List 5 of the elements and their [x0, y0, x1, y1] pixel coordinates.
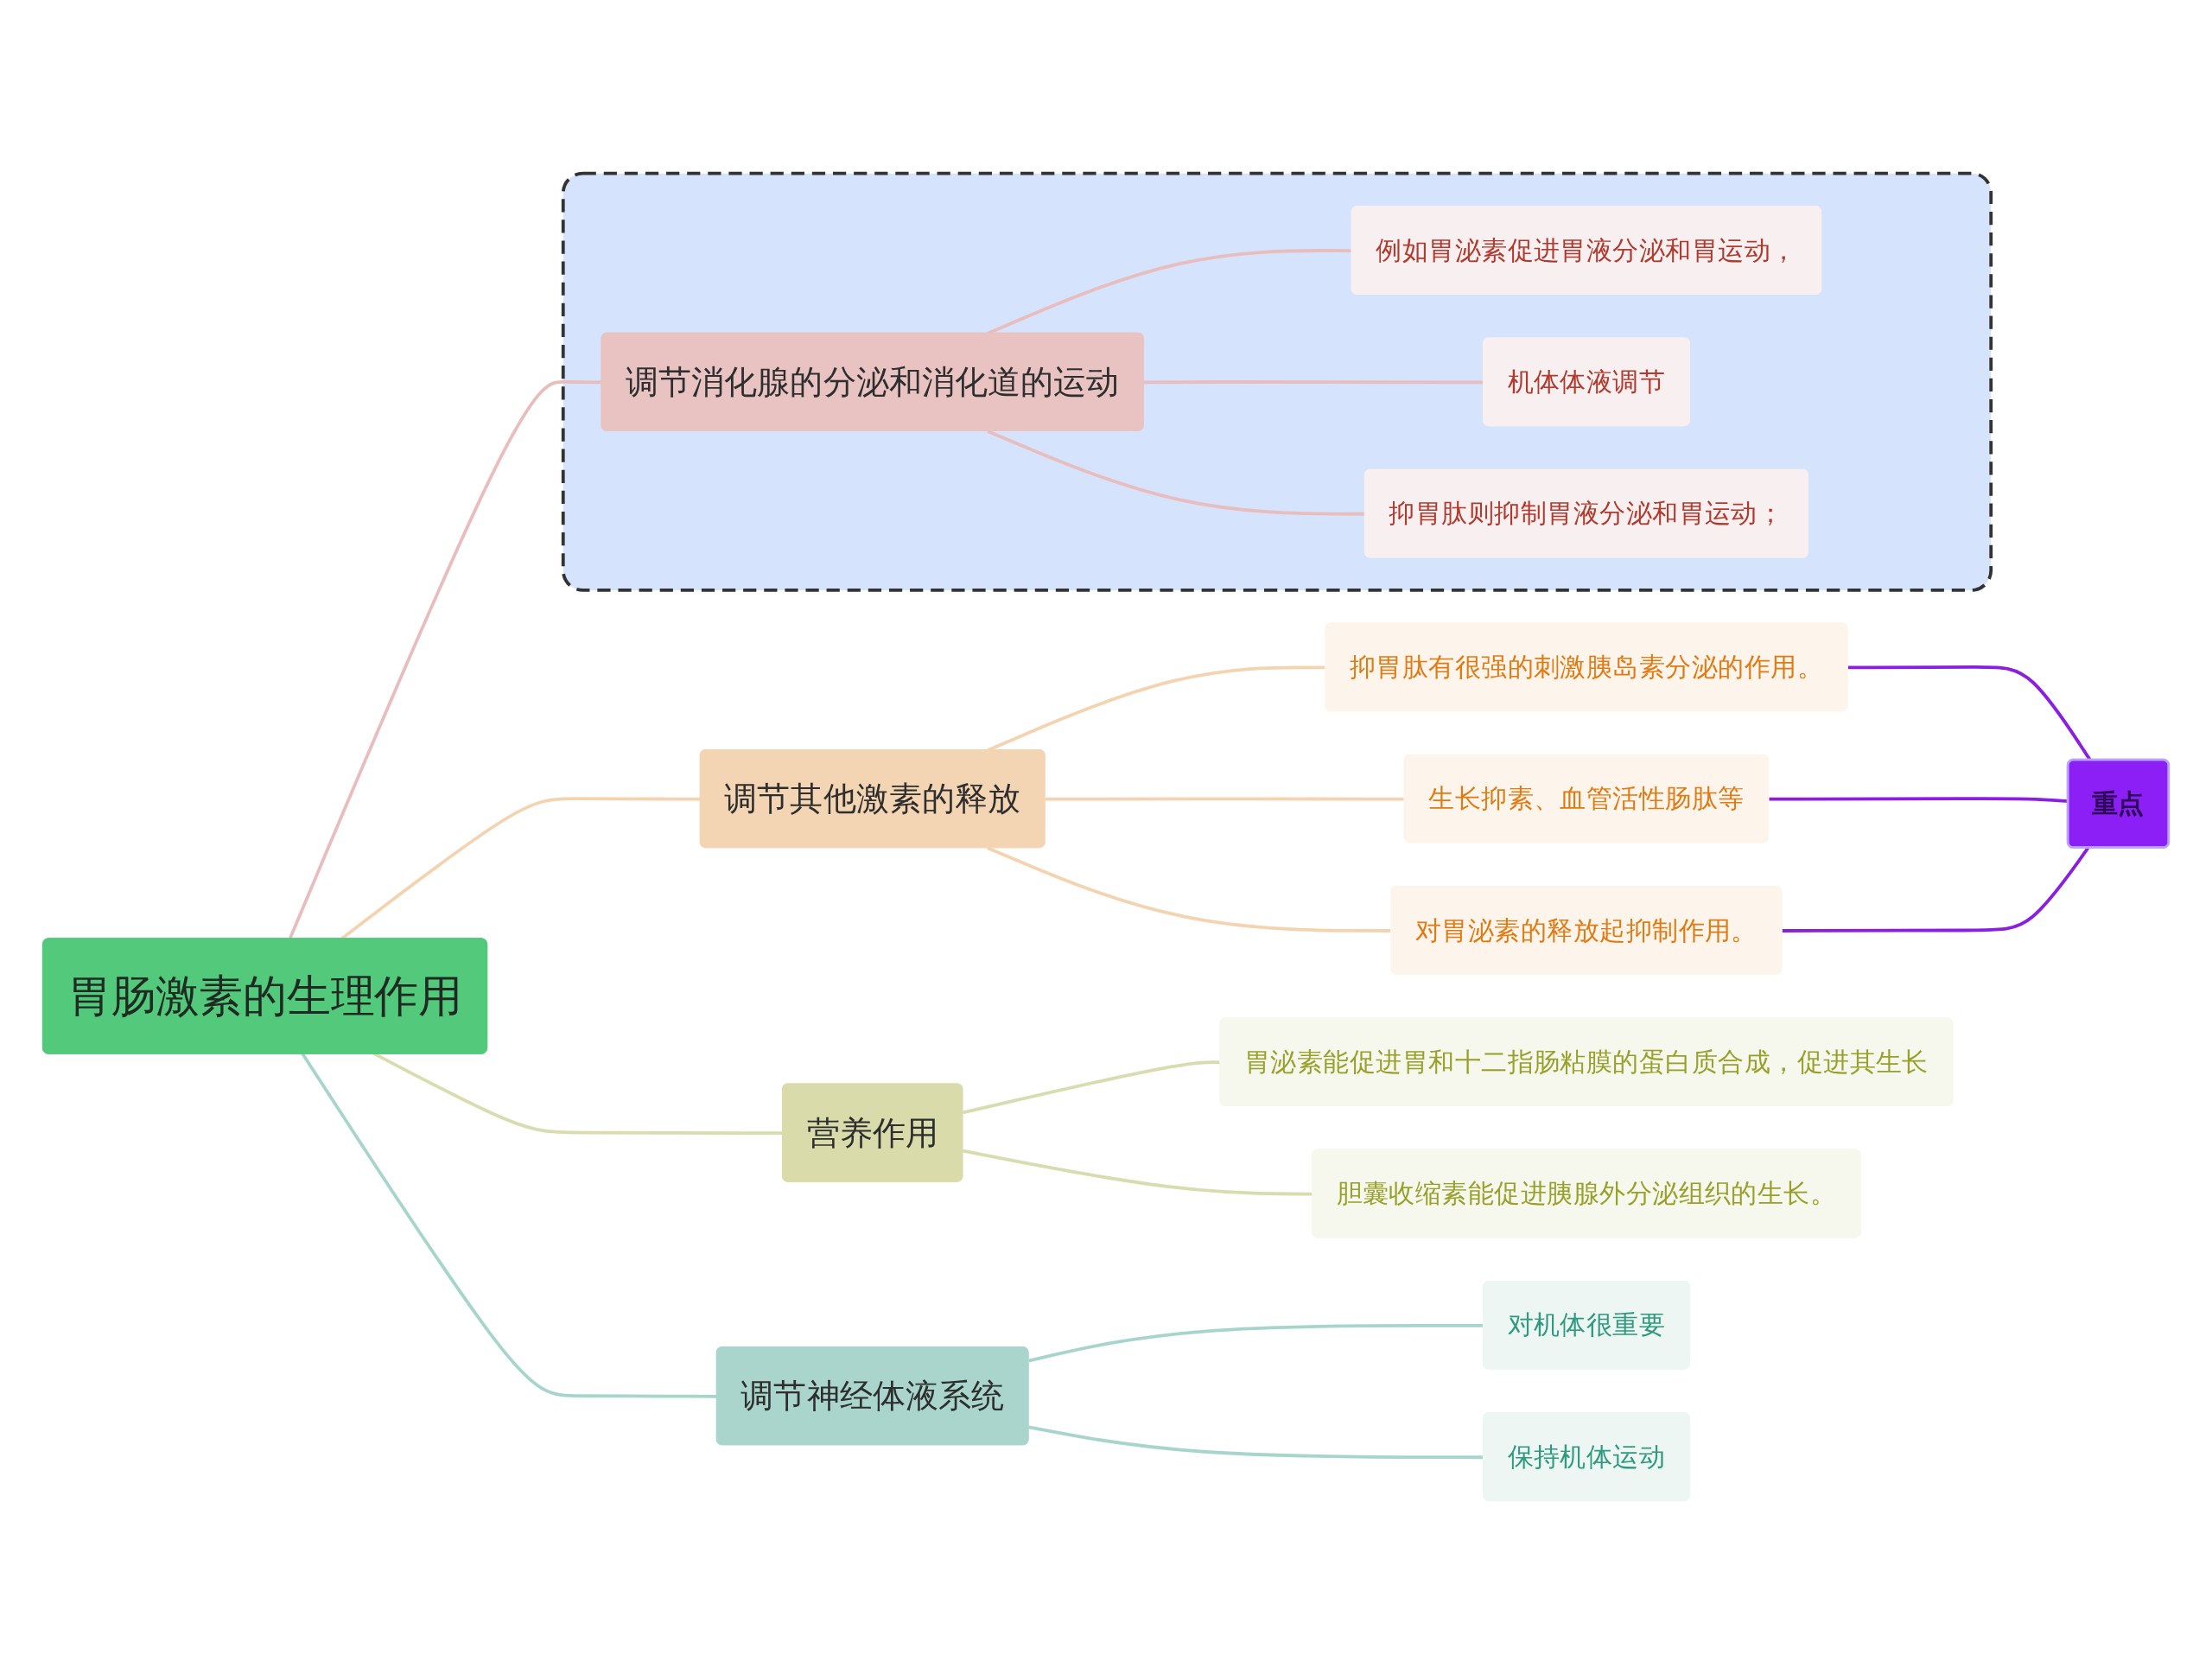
- connector: [1782, 847, 2090, 932]
- connector: [1769, 797, 2069, 804]
- connector: [962, 1060, 1221, 1115]
- connector: [1045, 797, 1405, 801]
- cluster: [561, 171, 1993, 592]
